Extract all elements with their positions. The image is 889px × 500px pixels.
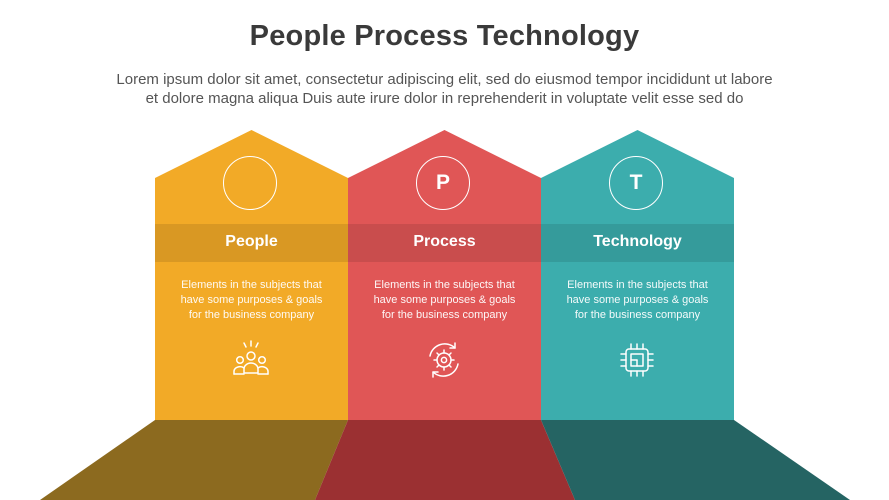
desc-line: have some purposes & goals (180, 294, 323, 306)
card-process-shape (348, 130, 541, 420)
card-technology-shape (541, 130, 734, 420)
desc-line: for the business company (188, 309, 315, 321)
label-band-process (348, 224, 541, 262)
desc-line: have some purposes & goals (566, 294, 709, 306)
page-title: People Process Technology (249, 20, 640, 52)
letter-circle-people (223, 156, 277, 210)
label-band-technology (541, 224, 734, 262)
perspective-floor (40, 420, 850, 500)
letter-circle-technology: T (609, 156, 663, 210)
card-label-process: Process (413, 233, 476, 250)
subtitle-line-2: et dolore magna aliqua Duis aute irure d… (145, 90, 744, 107)
people-group-icon (233, 340, 269, 375)
chip-icon (620, 343, 654, 377)
letter-circle-process: P (416, 156, 470, 210)
card-desc-technology: Elements in the subjects that have some … (555, 278, 720, 323)
card-technology: T Technology Elements in the subjects th… (541, 130, 734, 420)
floor-segment-people (40, 420, 348, 500)
page-subtitle: Lorem ipsum dolor sit amet, consectetur … (30, 70, 859, 108)
desc-line: for the business company (574, 309, 701, 321)
label-band-people (155, 224, 348, 262)
desc-line: Elements in the subjects that (567, 279, 708, 291)
desc-line: Elements in the subjects that (374, 279, 515, 291)
card-process: P Process Elements in the subjects that … (348, 130, 541, 420)
card-people: People Elements in the subjects that hav… (155, 130, 348, 420)
desc-line: for the business company (381, 309, 508, 321)
desc-line: Elements in the subjects that (181, 279, 322, 291)
card-people-shape (155, 130, 348, 420)
card-label-people: People (225, 233, 278, 250)
gear-cycle-icon (429, 342, 459, 378)
card-label-technology: Technology (593, 233, 682, 250)
card-desc-people: Elements in the subjects that have some … (169, 278, 334, 323)
desc-line: have some purposes & goals (373, 294, 516, 306)
floor-segment-process (315, 420, 575, 500)
subtitle-line-1: Lorem ipsum dolor sit amet, consectetur … (116, 71, 773, 88)
floor-segment-technology (541, 420, 850, 500)
card-desc-process: Elements in the subjects that have some … (362, 278, 527, 323)
